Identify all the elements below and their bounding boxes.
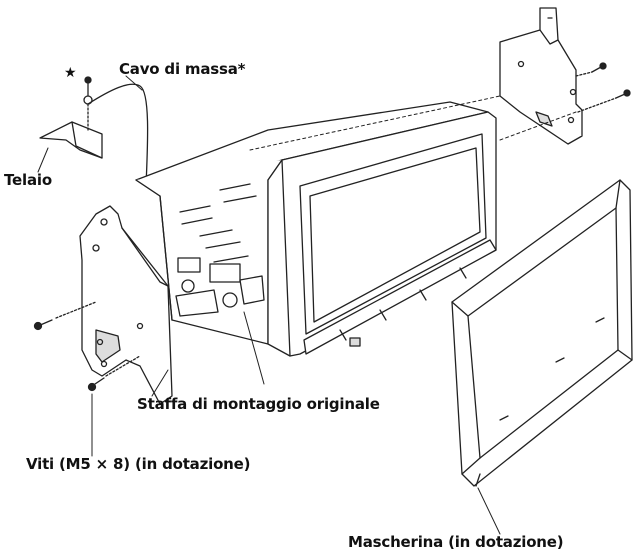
- original-bracket-label: Staffa di montaggio originale: [137, 395, 380, 413]
- left-screws: [33, 301, 141, 392]
- asterisk-mark: ★: [64, 65, 77, 81]
- trim-ring: [451, 179, 633, 487]
- ground-cable-label: Cavo di massa*: [119, 60, 246, 78]
- trim-ring-label: Mascherina (in dotazione): [348, 533, 564, 551]
- leader-lines: [37, 75, 577, 535]
- chassis-tab: [39, 76, 103, 159]
- right-bracket: [499, 7, 583, 145]
- screws-label: Viti (M5 × 8) (in dotazione): [26, 455, 251, 473]
- head-unit: [135, 101, 497, 357]
- chassis-label: Telaio: [4, 171, 52, 189]
- right-bracket-screws: [575, 62, 631, 113]
- left-bracket: [79, 205, 173, 405]
